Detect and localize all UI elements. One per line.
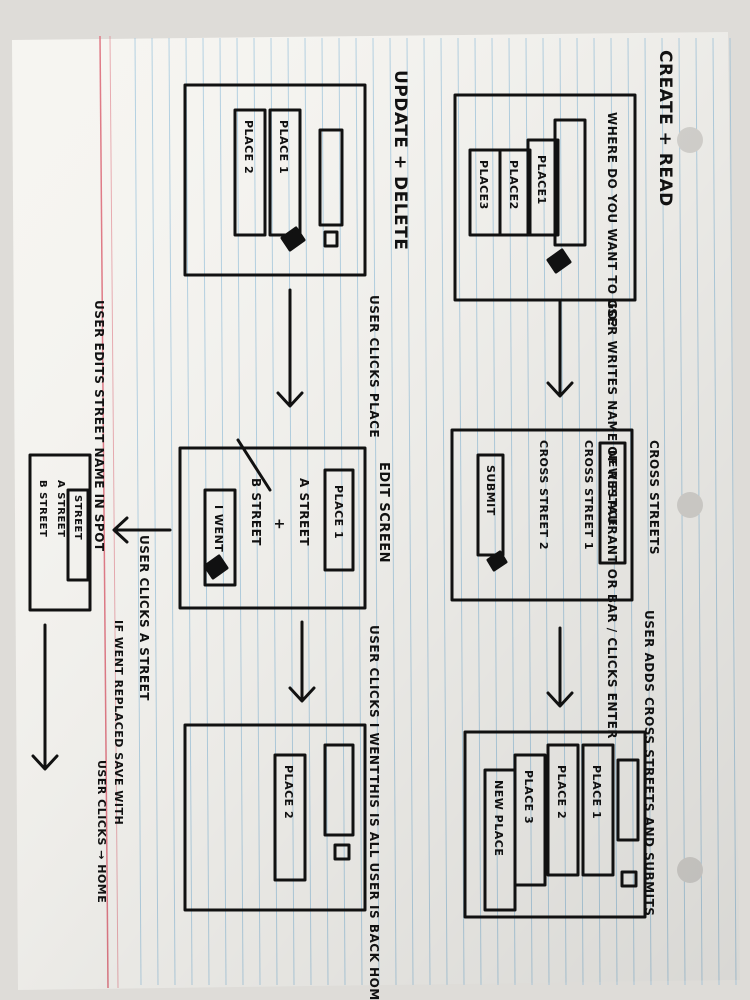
place-row (546, 743, 580, 877)
note-g: USER CLICKS A STREET (137, 535, 151, 701)
new-place-label: NEW PLACE (606, 450, 619, 526)
screen-f-item-1: PLACE 2 (282, 765, 295, 819)
cursor-mark (203, 554, 229, 580)
screen-c-frame (463, 730, 647, 919)
screen-d-item-2: PLACE 2 (242, 120, 255, 174)
note-e: USER CLICKS I WENT (367, 625, 381, 774)
cursor-mark (486, 550, 508, 572)
place-row (233, 108, 267, 237)
search-field (318, 128, 344, 227)
plus-sign: + (271, 518, 287, 530)
screen-c-item-4: NEW PLACE (492, 780, 505, 856)
flow-arrow (276, 288, 304, 408)
note-b: USER ADDS CROSS STREETS AND SUBMITS (642, 610, 656, 916)
place-row (498, 148, 532, 237)
screen-b-title: CROSS STREETS (647, 440, 661, 555)
submit-label: SUBMIT (484, 465, 497, 516)
street-field (66, 488, 90, 582)
place-row (273, 753, 307, 882)
screen-d-item-1: PLACE 1 (277, 120, 290, 174)
note-a: USER WRITES NAME OF RESTAURANT OR BAR / … (605, 298, 619, 739)
place-row (526, 138, 560, 237)
flow-arrow (546, 298, 574, 398)
screen-f-frame (183, 723, 367, 912)
note-h: USER EDITS STREET NAME IN SPOT (92, 300, 106, 552)
note-i: IF WENT REPLACED SAVE WITH (112, 620, 125, 825)
screen-a-item-3: PLACE3 (477, 160, 490, 210)
screen-e-title: EDIT SCREEN (376, 462, 391, 563)
cursor-mark (280, 226, 306, 252)
submit-button (476, 453, 505, 557)
cross-street-2: CROSS STREET 2 (537, 440, 550, 550)
place-row (483, 768, 517, 912)
street-b-label: B STREET (249, 478, 263, 546)
note-f: USER CLICKS → HOME (95, 760, 108, 903)
place-row (581, 743, 615, 877)
new-place-button (598, 441, 627, 565)
note-c: THIS IS ALL USER IS BACK HOME (367, 775, 381, 1000)
flow-arrow (31, 623, 59, 771)
screen-g-field: STREET (72, 495, 83, 540)
search-field (323, 743, 355, 837)
cross-out (236, 438, 272, 492)
screen-c-item-3: PLACE 3 (522, 770, 535, 824)
heading-create-read: CREATE + READ (655, 50, 675, 207)
screen-a-item-1: PLACE1 (535, 155, 548, 205)
screen-b-frame (450, 428, 634, 602)
screen-e-place: PLACE 1 (332, 485, 345, 539)
street-a-label: A STREET (297, 478, 311, 546)
screen-g-line-3: B STREET (37, 480, 48, 537)
checkbox (333, 843, 351, 861)
place-field (323, 468, 355, 572)
cursor-mark (546, 248, 572, 274)
heading-update-delete: UPDATE + DELETE (390, 70, 410, 250)
screen-g-line-2: A STREET (55, 480, 66, 537)
screen-c-item-2: PLACE 2 (555, 765, 568, 819)
i-went-button (203, 488, 237, 587)
screen-e-frame (178, 446, 367, 610)
i-went-label: I WENT (212, 505, 225, 552)
checkbox (620, 870, 638, 888)
screen-d-frame (183, 83, 367, 277)
cross-street-1: CROSS STREET 1 (582, 440, 595, 550)
note-d: USER CLICKS PLACE (367, 295, 381, 438)
flow-arrow (112, 516, 172, 544)
flow-arrow (288, 620, 316, 703)
screen-c-item-1: PLACE 1 (590, 765, 603, 819)
search-field (553, 118, 587, 247)
screen-a-question: WHERE DO YOU WANT TO GO? (605, 112, 619, 328)
flow-arrow (546, 626, 574, 708)
search-field (616, 758, 640, 842)
screen-g-frame (28, 453, 92, 612)
screen-a-item-2: PLACE2 (507, 160, 520, 210)
checkbox (323, 230, 339, 248)
screen-a-frame (453, 93, 637, 302)
